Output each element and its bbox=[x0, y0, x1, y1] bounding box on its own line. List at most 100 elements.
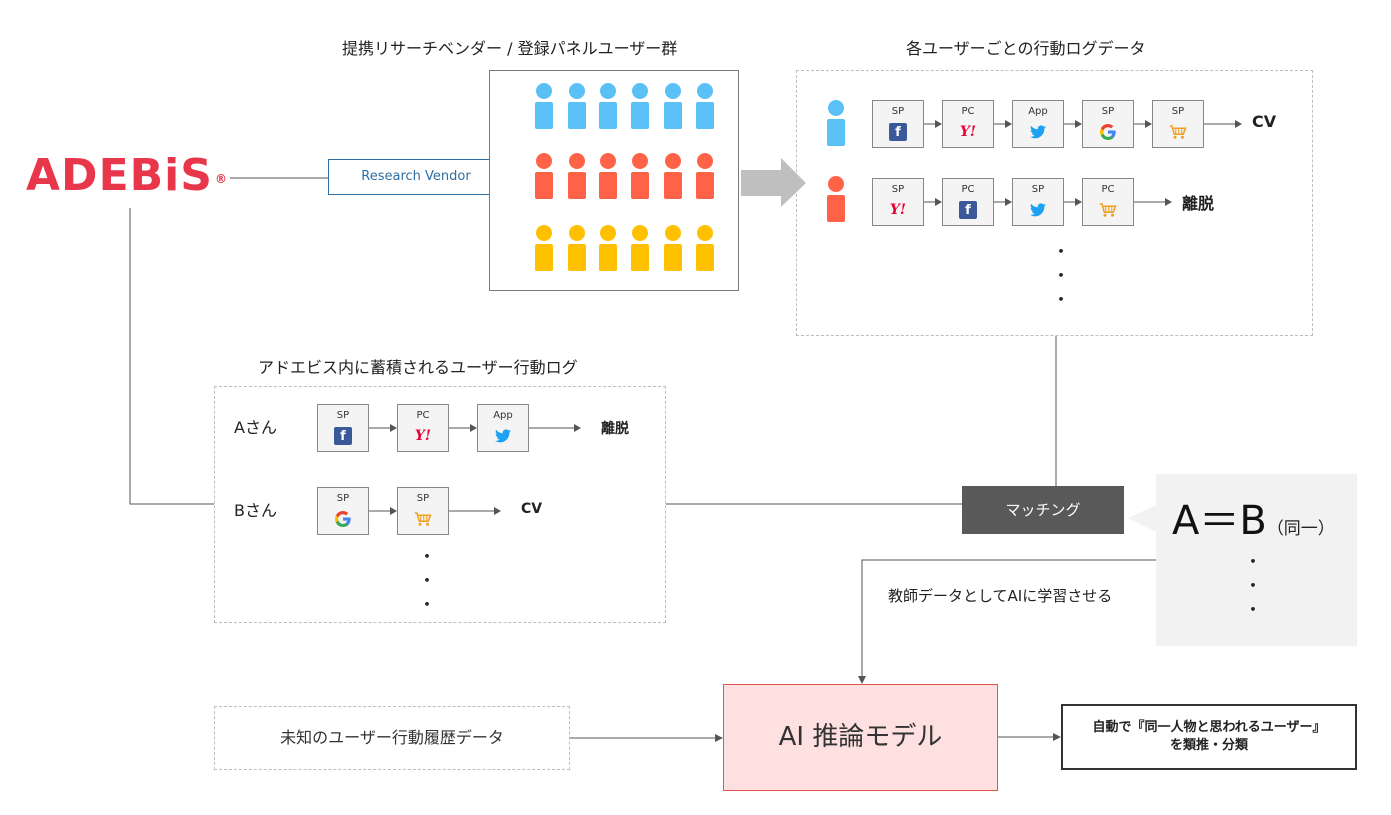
panel-title: 提携リサーチベンダー / 登録パネルユーザー群 bbox=[342, 39, 678, 58]
flow-arrow-line bbox=[529, 424, 581, 432]
device-box: PC bbox=[1082, 178, 1134, 226]
device-box: SP bbox=[317, 487, 369, 535]
flow-arrow-line bbox=[924, 198, 942, 206]
person-icon bbox=[568, 225, 586, 271]
person-icon bbox=[568, 83, 586, 129]
device-label: SP bbox=[336, 493, 350, 504]
equality-note: （同一） bbox=[1266, 519, 1335, 539]
flow-arrow bbox=[741, 158, 806, 207]
flow-arrow-line bbox=[1134, 120, 1152, 128]
ellipsis-dot: ・ bbox=[1052, 242, 1070, 263]
cart-icon bbox=[414, 510, 432, 528]
ellipsis-dot: ・ bbox=[418, 595, 436, 616]
result-line-2: を類推・分類 bbox=[1169, 738, 1248, 753]
device-label: SP bbox=[336, 410, 350, 421]
flow-arrow-line bbox=[449, 507, 501, 515]
device-box: SP f bbox=[872, 100, 924, 148]
yahoo-icon: Y! bbox=[959, 124, 977, 140]
device-label: PC bbox=[416, 410, 430, 421]
result-box: 自動で『同一人物と思われるユーザー』 を類推・分類 bbox=[1061, 704, 1357, 770]
panel-person bbox=[567, 79, 587, 137]
ellipsis-dot: ・ bbox=[1052, 290, 1070, 311]
device-box: PC Y! bbox=[397, 404, 449, 452]
ellipsis-dot: ・ bbox=[1244, 552, 1262, 573]
flow-arrow-line bbox=[1134, 198, 1172, 206]
ellipsis-dot: ・ bbox=[418, 547, 436, 568]
panel-users-box bbox=[489, 70, 739, 291]
person-icon bbox=[827, 100, 845, 146]
panel-person bbox=[598, 221, 618, 279]
person-icon bbox=[535, 153, 553, 199]
person-icon bbox=[631, 225, 649, 271]
person-icon bbox=[599, 225, 617, 271]
panel-person bbox=[663, 221, 683, 279]
device-label: SP bbox=[891, 106, 905, 117]
panel-person bbox=[695, 149, 715, 207]
panel-person bbox=[695, 79, 715, 137]
yahoo-icon: Y! bbox=[889, 202, 907, 218]
cart-icon bbox=[1099, 201, 1117, 219]
adebis-logs-box bbox=[214, 386, 666, 623]
twitter-icon bbox=[1029, 201, 1047, 219]
flow-arrow-line bbox=[994, 120, 1012, 128]
flow-arrow-line bbox=[1204, 120, 1242, 128]
outcome-label: 離脱 bbox=[1182, 194, 1215, 213]
panel-person bbox=[598, 79, 618, 137]
flow-arrow-line bbox=[369, 424, 397, 432]
device-label: SP bbox=[1031, 184, 1045, 195]
user-name: Bさん bbox=[234, 501, 277, 520]
twitter-icon bbox=[1029, 123, 1047, 141]
panel-person bbox=[630, 79, 650, 137]
device-box: SP bbox=[397, 487, 449, 535]
panel-person bbox=[663, 149, 683, 207]
person-icon bbox=[664, 153, 682, 199]
yahoo-icon: Y! bbox=[414, 428, 432, 444]
panel-person bbox=[630, 149, 650, 207]
panel-person bbox=[695, 221, 715, 279]
teacher-data-label: 教師データとしてAIに学習させる bbox=[888, 587, 1113, 605]
device-label: App bbox=[493, 410, 513, 421]
flow-arrow-line bbox=[1064, 120, 1082, 128]
panel-person bbox=[534, 221, 554, 279]
user-name: Aさん bbox=[234, 418, 277, 437]
device-box: SP bbox=[1152, 100, 1204, 148]
panel-person bbox=[598, 149, 618, 207]
flow-arrow-line bbox=[449, 424, 477, 432]
logs-title: 各ユーザーごとの行動ログデータ bbox=[906, 39, 1146, 58]
flow-arrow-line bbox=[1064, 198, 1082, 206]
cart-icon bbox=[1169, 123, 1187, 141]
person-icon bbox=[535, 83, 553, 129]
ellipsis-dot: ・ bbox=[1244, 600, 1262, 621]
person-icon bbox=[696, 225, 714, 271]
person-icon bbox=[696, 153, 714, 199]
device-box: SP Y! bbox=[872, 178, 924, 226]
outcome-label: CV bbox=[521, 501, 543, 517]
research-vendor-box: Research Vendor bbox=[328, 159, 504, 195]
device-box: App bbox=[477, 404, 529, 452]
ellipsis-dot: ・ bbox=[418, 571, 436, 592]
device-box: App bbox=[1012, 100, 1064, 148]
ai-model-box: AI 推論モデル bbox=[723, 684, 998, 791]
device-label: PC bbox=[1101, 184, 1115, 195]
adebis-logo: ADEBiS® bbox=[26, 150, 228, 201]
result-line-1: 自動で『同一人物と思われるユーザー』 bbox=[1092, 720, 1326, 735]
person-icon bbox=[696, 83, 714, 129]
facebook-icon: f bbox=[889, 123, 907, 141]
person-icon bbox=[631, 153, 649, 199]
vendor-user-person bbox=[826, 96, 846, 154]
panel-person bbox=[567, 149, 587, 207]
panel-person bbox=[534, 149, 554, 207]
outcome-label: 離脱 bbox=[601, 421, 629, 437]
device-label: PC bbox=[961, 184, 975, 195]
person-icon bbox=[599, 153, 617, 199]
outcome-label: CV bbox=[1252, 112, 1277, 131]
twitter-icon bbox=[494, 427, 512, 445]
panel-person bbox=[567, 221, 587, 279]
device-label: SP bbox=[891, 184, 905, 195]
ellipsis-dot: ・ bbox=[1244, 576, 1262, 597]
adebis-logs-title: アドエビス内に蓄積されるユーザー行動ログ bbox=[258, 358, 578, 377]
device-box: SP bbox=[1012, 178, 1064, 226]
device-label: SP bbox=[1171, 106, 1185, 117]
